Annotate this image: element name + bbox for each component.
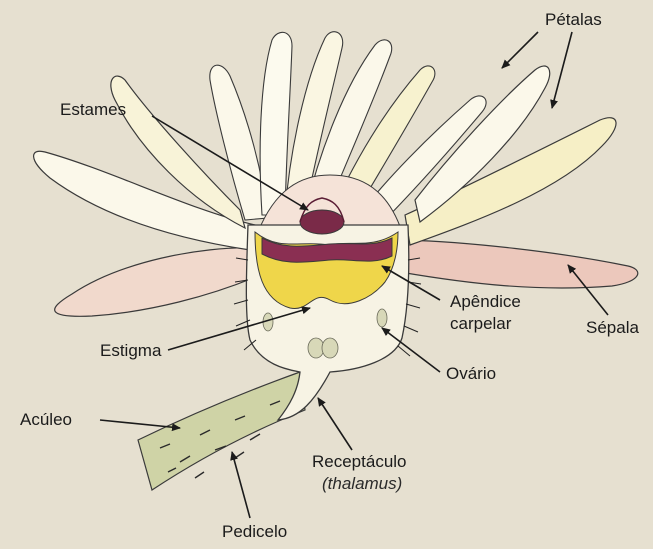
label-petalas: Pétalas (545, 10, 602, 30)
label-apendice-line1: Apêndice (450, 292, 521, 312)
label-sepala: Sépala (586, 318, 639, 338)
label-apendice-line2: carpelar (450, 314, 511, 334)
right-sepals (400, 66, 638, 288)
label-estigma: Estigma (100, 341, 161, 361)
label-thalamus: (thalamus) (322, 474, 402, 494)
label-ovario: Ovário (446, 364, 496, 384)
label-aculeo: Acúleo (20, 410, 72, 430)
pedicel (138, 372, 305, 490)
label-pedicelo: Pedicelo (222, 522, 287, 542)
label-estames: Estames (60, 100, 126, 120)
label-receptaculo: Receptáculo (312, 452, 407, 472)
